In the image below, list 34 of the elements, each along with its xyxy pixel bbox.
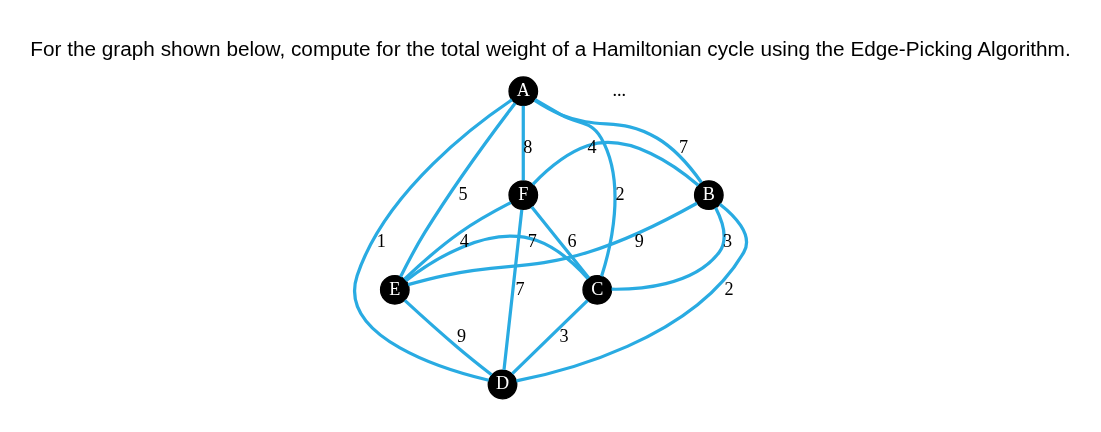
edge-label: 1 [376, 230, 386, 251]
label: ... [612, 79, 627, 100]
edge-label: 3 [559, 325, 569, 346]
node-circle: D [487, 369, 518, 399]
connector [353, 98, 513, 382]
connector [511, 298, 589, 375]
edge-label: 6 [567, 230, 577, 251]
connector [407, 201, 698, 286]
connector [516, 202, 749, 382]
node-circle: C [582, 274, 613, 305]
node-circle: E [379, 274, 410, 305]
connector [404, 234, 590, 282]
edge-label: 7 [678, 136, 689, 157]
connector [399, 101, 517, 277]
edge-label: 5 [458, 183, 468, 204]
connector [403, 200, 512, 280]
connector [611, 206, 726, 291]
node-circle: A [508, 75, 539, 106]
connector [403, 298, 493, 376]
node-circle: B [693, 179, 724, 210]
connector [531, 140, 700, 187]
connector [534, 97, 617, 277]
connector [502, 209, 524, 370]
edge-label: 9 [457, 325, 467, 346]
connector [521, 105, 525, 180]
diagram-title: For the graph shown below, compute for the total weight of a Hamiltonian cycle using the Edge-Picking Algorithm. [30, 36, 1071, 60]
edge-label: 2 [615, 183, 625, 204]
connector [533, 98, 703, 183]
edge-label: 2 [724, 278, 734, 299]
node-circle: F [508, 179, 539, 210]
edge-label: 7 [515, 278, 525, 299]
edge-label: 3 [723, 230, 733, 251]
connector [530, 205, 591, 279]
edge-label: 9 [634, 230, 644, 251]
